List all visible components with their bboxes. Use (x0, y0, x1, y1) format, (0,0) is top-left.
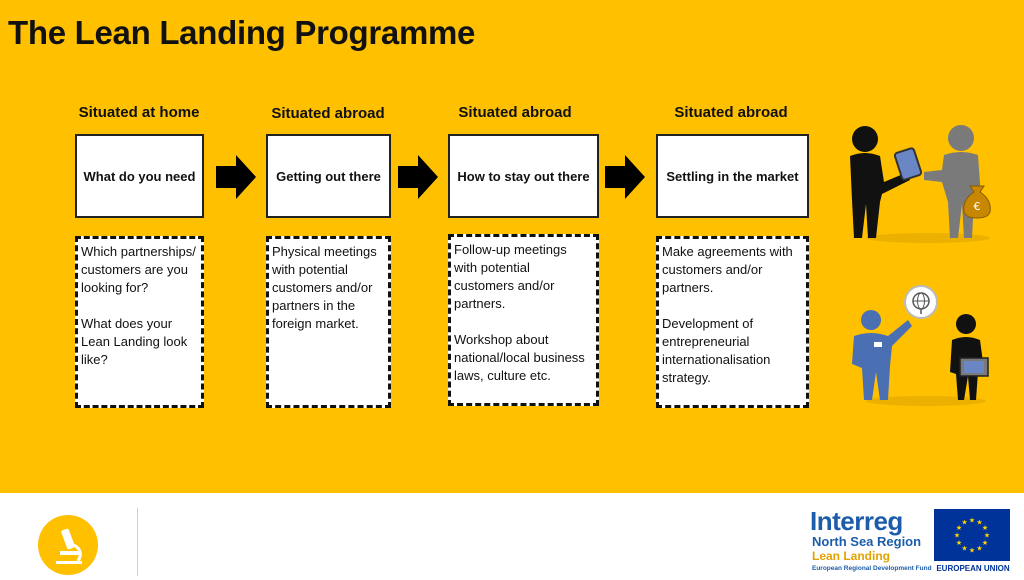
interreg-region: North Sea Region (812, 534, 922, 549)
eu-star: ★ (961, 519, 967, 527)
eu-star: ★ (982, 524, 988, 532)
stage-1-details: Which partnerships/ customers are you lo… (75, 236, 204, 408)
eu-star: ★ (956, 539, 962, 547)
stage-1-name: What do you need (83, 168, 196, 184)
page-title: The Lean Landing Programme (8, 14, 476, 51)
eu-stars-icon: ★★★★★★★★★★★★ (954, 517, 990, 555)
stage-3-detail-1: Follow-up meetings with potential custom… (454, 242, 567, 311)
eu-star: ★ (976, 519, 982, 527)
footer-divider (137, 508, 138, 576)
interreg-logo: Interreg (810, 506, 903, 536)
stage-1-box: What do you need (75, 134, 204, 218)
eu-star: ★ (984, 532, 990, 540)
stage-4-details: Make agreements with customers and/or pa… (656, 236, 809, 408)
stage-2-name: Getting out there (276, 168, 381, 184)
stage-3-details: Follow-up meetings with potential custom… (448, 234, 599, 406)
stage-4-detail-1: Make agreements with customers and/or pa… (662, 244, 793, 295)
eu-star: ★ (956, 524, 962, 532)
eu-flag: ★★★★★★★★★★★★ (934, 509, 1010, 561)
right-arrow-icon (398, 155, 438, 199)
globe-icon (904, 285, 938, 319)
eu-label: EUROPEAN UNION (936, 564, 1010, 573)
right-arrow-icon (605, 155, 645, 199)
meeting-people-icon (852, 285, 989, 406)
footer (0, 493, 1024, 576)
svg-text:€: € (974, 200, 981, 213)
euro-money-bag-icon: € (963, 185, 991, 219)
stage-3-box: How to stay out there (448, 134, 599, 218)
stage-3-location: Situated abroad (458, 104, 572, 121)
footer-badge (38, 515, 98, 575)
stage-2-detail-1: Physical meetings with potential custome… (272, 244, 377, 331)
eu-star: ★ (982, 539, 988, 547)
stage-2-box: Getting out there (266, 134, 391, 218)
right-arrow-icon (216, 155, 256, 199)
stage-2-location: Situated abroad (271, 105, 385, 122)
handshake-people-icon: € (850, 125, 991, 243)
stage-3-name: How to stay out there (457, 168, 590, 184)
stage-4-box: Settling in the market (656, 134, 809, 218)
eu-star: ★ (954, 532, 960, 540)
stage-1-detail-1: Which partnerships/ customers are you lo… (81, 244, 196, 295)
microscope-icon (56, 528, 82, 564)
stage-1-detail-2: What does your Lean Landing look like? (81, 316, 188, 367)
stage-2-details: Physical meetings with potential custome… (266, 236, 391, 408)
eu-star: ★ (976, 545, 982, 553)
eu-star: ★ (969, 517, 975, 525)
stage-4-location: Situated abroad (674, 104, 788, 121)
interreg-fund: European Regional Development Fund (812, 565, 932, 572)
stage-1-location: Situated at home (78, 104, 200, 121)
stage-4-detail-2: Development of entrepreneurial internati… (662, 316, 771, 385)
stage-3-detail-2: Workshop about national/local business l… (454, 332, 585, 383)
eu-star: ★ (961, 545, 967, 553)
stage-4-name: Settling in the market (666, 168, 799, 184)
eu-star: ★ (969, 547, 975, 555)
interreg-programme: Lean Landing (812, 549, 890, 563)
